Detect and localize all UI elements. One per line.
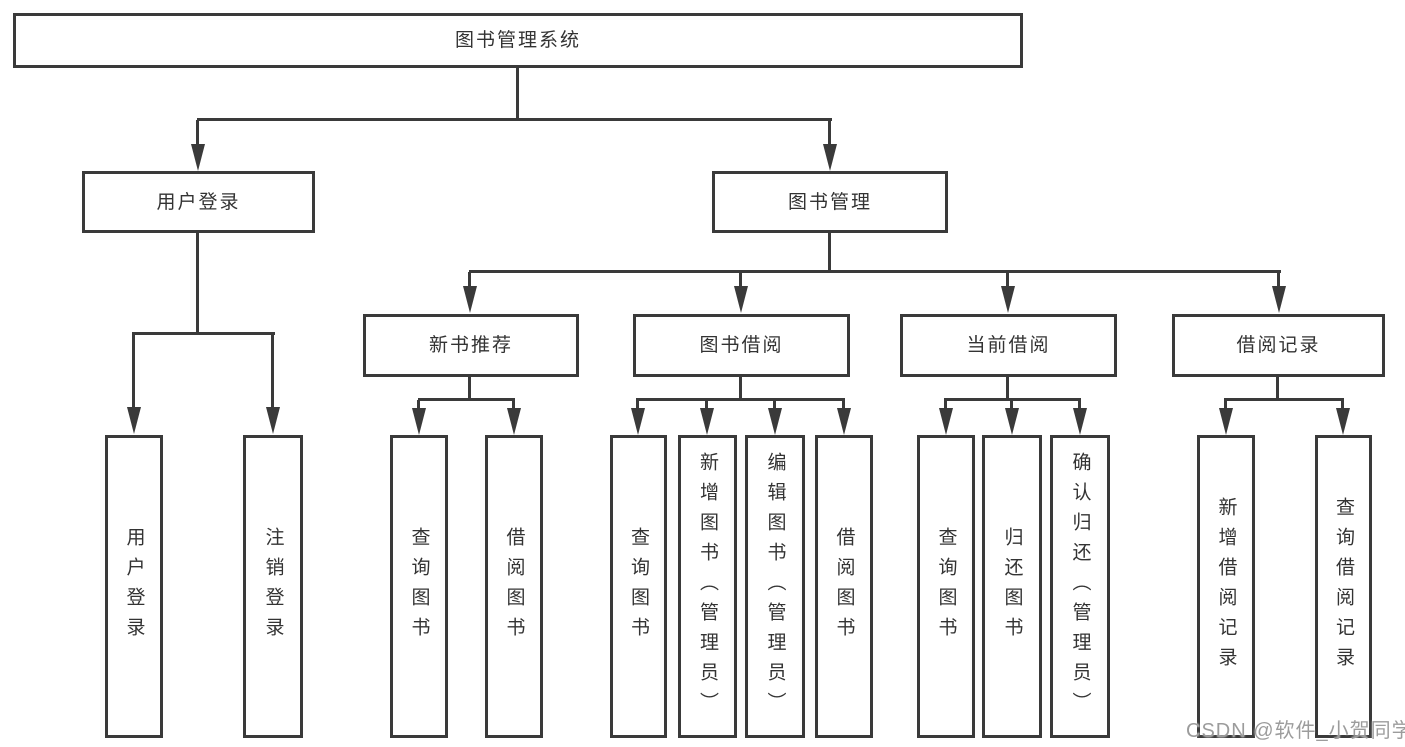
leaf-bb-borrow-books: 借阅图书 (815, 435, 873, 738)
arrowhead-down-icon (1073, 408, 1087, 435)
leaf-cb-return-books: 归还图书 (982, 435, 1042, 738)
node-book-management: 图书管理 (712, 171, 948, 233)
node-label: 归还图书 (1001, 526, 1023, 647)
connector-book-management-branch (469, 270, 1281, 273)
arrowhead-down-icon (266, 407, 280, 434)
node-label: 图书管理系统 (454, 30, 581, 51)
leaf-logout-action: 注销登录 (243, 435, 303, 738)
node-label: 新增借阅记录 (1215, 496, 1237, 677)
leaf-br-add-record: 新增借阅记录 (1197, 435, 1255, 738)
arrowhead-down-icon (1219, 408, 1233, 435)
node-current-borrowing: 当前借阅 (900, 314, 1117, 377)
arrowhead-down-icon (127, 407, 141, 434)
node-book-borrowing: 图书借阅 (633, 314, 850, 377)
node-label: 借阅记录 (1236, 335, 1321, 356)
node-label: 编辑图书（管理员） (764, 451, 786, 722)
leaf-br-query-record: 查询借阅记录 (1315, 435, 1372, 738)
leaf-bb-edit-books-admin: 编辑图书（管理员） (745, 435, 805, 738)
connector-current-borrowing-branch (944, 398, 1081, 401)
connector-drop-login-leaf (132, 334, 135, 408)
arrowhead-down-icon (939, 408, 953, 435)
csdn-watermark: CSDN @软件_小贺同学 (1186, 720, 1405, 742)
connector-root-branch (197, 118, 832, 121)
connector-drop-borrowing-records (1277, 272, 1280, 288)
arrowhead-down-icon (700, 408, 714, 435)
leaf-nbr-query-books: 查询图书 (390, 435, 448, 738)
connector-current-borrowing-stub (1006, 377, 1009, 400)
connector-drop-leaf (1078, 400, 1081, 409)
connector-new-book-recommend-branch (418, 398, 515, 401)
connector-new-book-recommend-stub (468, 377, 471, 400)
connector-drop-current-borrowing (1006, 272, 1009, 288)
arrowhead-down-icon (1005, 408, 1019, 435)
connector-book-borrowing-branch (636, 398, 845, 401)
connector-drop-leaf (636, 400, 639, 409)
arrowhead-down-icon (734, 286, 748, 313)
arrowhead-down-icon (412, 408, 426, 435)
arrowhead-down-icon (823, 144, 837, 171)
node-label: 查询图书 (628, 526, 649, 647)
node-label: 借阅图书 (833, 526, 855, 647)
node-label: 确认归还（管理员） (1069, 451, 1091, 722)
leaf-bb-add-books-admin: 新增图书（管理员） (678, 435, 737, 738)
arrowhead-down-icon (507, 408, 521, 435)
node-label: 用户登录 (156, 191, 241, 213)
node-user-login: 用户登录 (82, 171, 315, 233)
arrowhead-down-icon (1336, 408, 1350, 435)
connector-book-borrowing-stub (739, 377, 742, 400)
node-label: 用户登录 (123, 526, 145, 647)
node-label: 新书推荐 (428, 335, 513, 356)
leaf-cb-confirm-return-admin: 确认归还（管理员） (1050, 435, 1110, 738)
connector-drop-user-login (196, 120, 199, 146)
arrowhead-down-icon (837, 408, 851, 435)
leaf-user-login-action: 用户登录 (105, 435, 163, 738)
node-label: 当前借阅 (966, 335, 1051, 356)
connector-drop-leaf (1010, 400, 1013, 409)
connector-drop-leaf (705, 400, 708, 409)
node-label: 查询借阅记录 (1333, 496, 1354, 677)
leaf-cb-query-books: 查询图书 (917, 435, 975, 738)
connector-user-login-stub (196, 233, 199, 334)
connector-drop-leaf (512, 400, 515, 409)
connector-drop-logout-leaf (271, 334, 274, 408)
arrowhead-down-icon (463, 286, 477, 313)
arrowhead-down-icon (631, 408, 645, 435)
node-label: 借阅图书 (503, 526, 525, 647)
connector-root-stub (516, 68, 519, 120)
connector-drop-leaf (773, 400, 776, 409)
connector-drop-leaf (944, 400, 947, 409)
arrowhead-down-icon (1001, 286, 1015, 313)
leaf-nbr-borrow-books: 借阅图书 (485, 435, 543, 738)
connector-book-management-stub (828, 233, 831, 272)
connector-drop-leaf (1341, 400, 1344, 409)
node-label: 查询图书 (408, 526, 430, 647)
connector-drop-book-borrowing (739, 272, 742, 288)
leaf-bb-query-books: 查询图书 (610, 435, 667, 738)
node-borrowing-records: 借阅记录 (1172, 314, 1385, 377)
arrowhead-down-icon (191, 144, 205, 171)
arrowhead-down-icon (1272, 286, 1286, 313)
node-label: 图书借阅 (699, 335, 784, 356)
connector-drop-book-management (828, 120, 831, 146)
connector-user-login-branch (132, 332, 275, 335)
node-root-library-management-system: 图书管理系统 (13, 13, 1023, 68)
connector-borrowing-records-stub (1276, 377, 1279, 400)
connector-drop-leaf (1224, 400, 1227, 409)
node-label: 新增图书（管理员） (697, 451, 718, 722)
connector-drop-leaf (842, 400, 845, 409)
node-new-book-recommend: 新书推荐 (363, 314, 579, 377)
connector-drop-leaf (417, 400, 420, 409)
node-label: 注销登录 (262, 526, 284, 647)
node-label: 图书管理 (787, 191, 872, 213)
connector-drop-new-book-recommend (468, 272, 471, 288)
node-label: 查询图书 (935, 526, 957, 647)
connector-borrowing-records-branch (1224, 398, 1344, 401)
arrowhead-down-icon (768, 408, 782, 435)
